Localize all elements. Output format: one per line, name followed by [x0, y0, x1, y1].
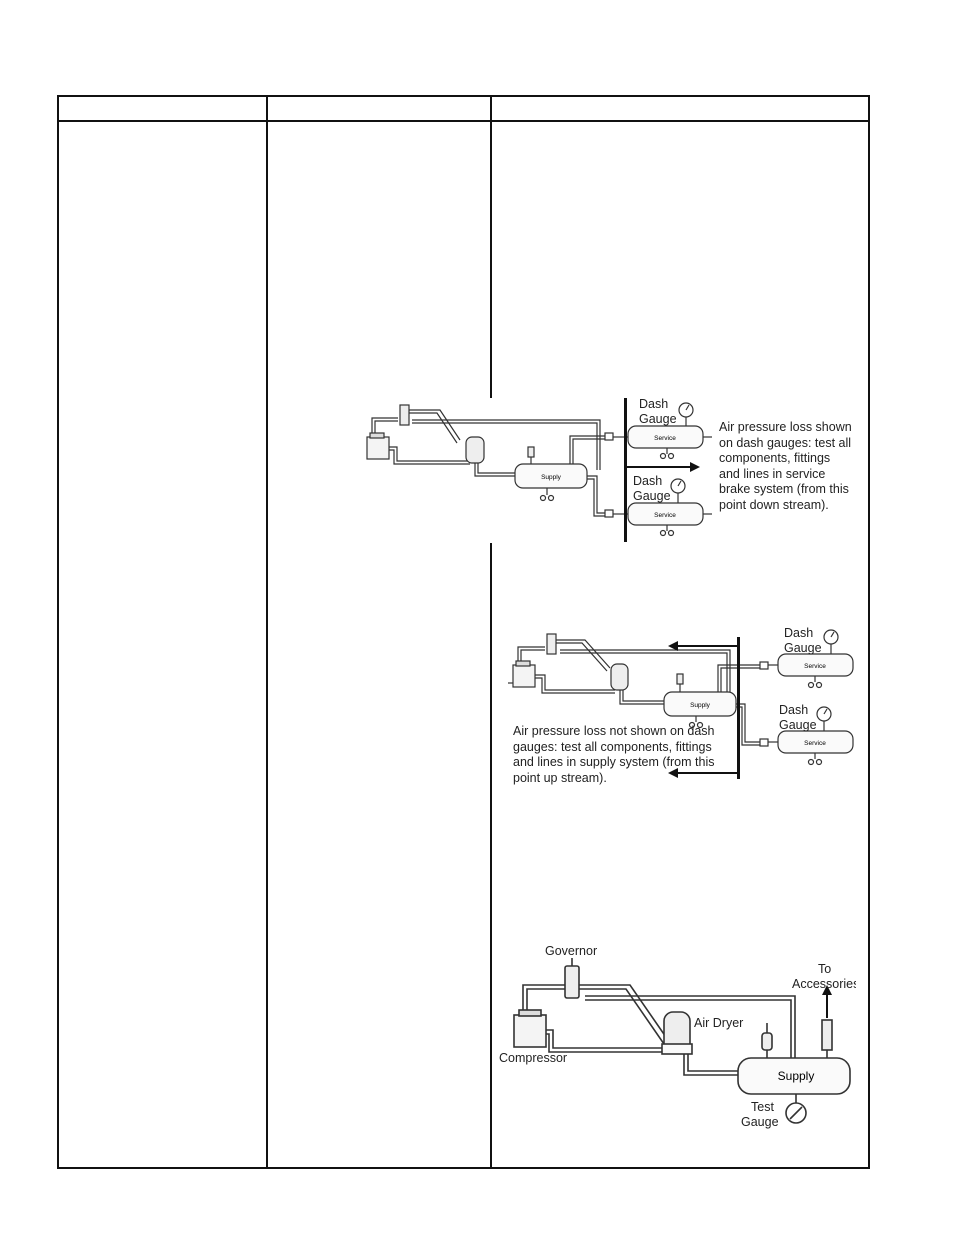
diagram-2-dash-label-top-2: Gauge	[784, 641, 822, 655]
table-top-border	[57, 95, 869, 97]
table-column-divider-1	[266, 95, 268, 1169]
table-header-divider	[57, 120, 869, 122]
diagram-3-supply-label: Supply	[778, 1069, 815, 1083]
diagram-1-dash-label-bottom-2: Gauge	[633, 489, 671, 503]
diagram-1-note: Air pressure loss shown on dash gauges: …	[719, 420, 852, 512]
diagram-3-accessories-label-2: Accessories	[792, 977, 856, 991]
table-column-divider-2b	[490, 540, 492, 1169]
diagram-2-note: Air pressure loss not shown on dash gaug…	[513, 724, 715, 785]
diagram-2-dash-label-bottom-2: Gauge	[779, 718, 817, 732]
diagram-3-air-dryer-label: Air Dryer	[694, 1016, 744, 1030]
diagram-3-governor-label: Governor	[545, 944, 598, 958]
diagram-1-dash-label-top-2: Gauge	[639, 412, 677, 426]
diagram-2-service-top-label: Service	[804, 663, 826, 670]
diagram-2-dash-label-top-1: Dash	[784, 626, 814, 640]
diagram-3-test-gauge-label-1: Test	[751, 1100, 774, 1114]
diagram-2-dash-label-bottom-1: Dash	[779, 703, 809, 717]
table-left-border	[57, 95, 59, 1169]
table-column-divider-2a	[490, 95, 492, 400]
diagram-2-supply-label: Supply	[690, 702, 711, 709]
table-right-border	[868, 95, 870, 1169]
diagram-3-accessories-label-1: To	[818, 962, 832, 976]
diagram-1-supply-label: Supply	[541, 474, 562, 481]
diagram-1-dash-label-bottom-1: Dash	[633, 474, 663, 488]
diagram-1-service-top-label: Service	[654, 435, 676, 442]
diagram-1-service-bottom-label: Service	[654, 512, 676, 519]
diagram-3-test-gauge-label-2: Gauge	[741, 1115, 779, 1129]
diagram-1-dash-label-top-1: Dash	[639, 397, 669, 411]
diagram-3-compressor-label: Compressor	[499, 1051, 568, 1065]
table-bottom-border	[57, 1167, 869, 1169]
diagram-2-service-bottom-label: Service	[804, 740, 826, 747]
